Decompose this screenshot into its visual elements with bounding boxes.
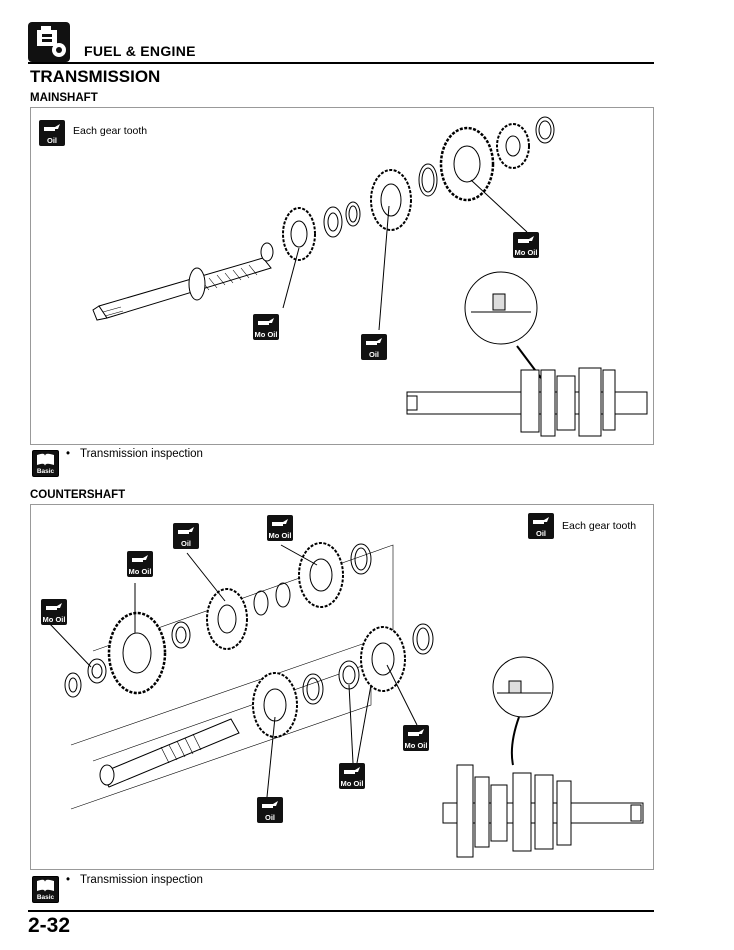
lubrication-note: Each gear tooth [562, 520, 637, 532]
mo-oil-icon: Mo Oil [513, 232, 539, 258]
countershaft-drawing [48, 542, 644, 858]
countershaft-diagram: Oil Each gear tooth Mo Oil Mo Oil Oil Mo… [30, 504, 654, 870]
mo-oil-icon: Mo Oil [41, 599, 67, 625]
oil-icon: Oil [173, 523, 199, 549]
basic-book-icon: Basic [32, 450, 59, 477]
mo-oil-icon: Mo Oil [403, 725, 429, 751]
mainshaft-diagram: Oil Each gear tooth Mo Oil Mo Oil Oil [30, 107, 654, 445]
section-title: TRANSMISSION [30, 67, 161, 86]
oil-icon: Oil [361, 334, 387, 360]
oil-icon: Oil [257, 797, 283, 823]
chapter-title: FUEL & ENGINE [84, 43, 196, 59]
lubrication-note: Each gear tooth [73, 125, 148, 137]
mo-oil-icon: Mo Oil [253, 314, 279, 340]
header-rule [28, 62, 654, 64]
basic-book-icon: Basic [32, 876, 59, 903]
mo-oil-icon: Mo Oil [267, 515, 293, 541]
mainshaft-drawing [92, 116, 648, 437]
reference-bullet: • [66, 448, 71, 460]
mo-oil-icon: Mo Oil [127, 551, 153, 577]
mainshaft-title: MAINSHAFT [30, 92, 98, 104]
page-number: 2-32 [28, 914, 71, 937]
reference-link[interactable]: Transmission inspection [80, 448, 203, 460]
countershaft-title: COUNTERSHAFT [30, 489, 126, 501]
oil-icon: Oil [528, 513, 554, 539]
mo-oil-icon: Mo Oil [339, 763, 365, 789]
reference-bullet: • [66, 874, 71, 886]
reference-link[interactable]: Transmission inspection [80, 874, 203, 886]
oil-icon: Oil [39, 120, 65, 146]
footer-rule [28, 910, 654, 912]
engine-icon [28, 22, 70, 62]
